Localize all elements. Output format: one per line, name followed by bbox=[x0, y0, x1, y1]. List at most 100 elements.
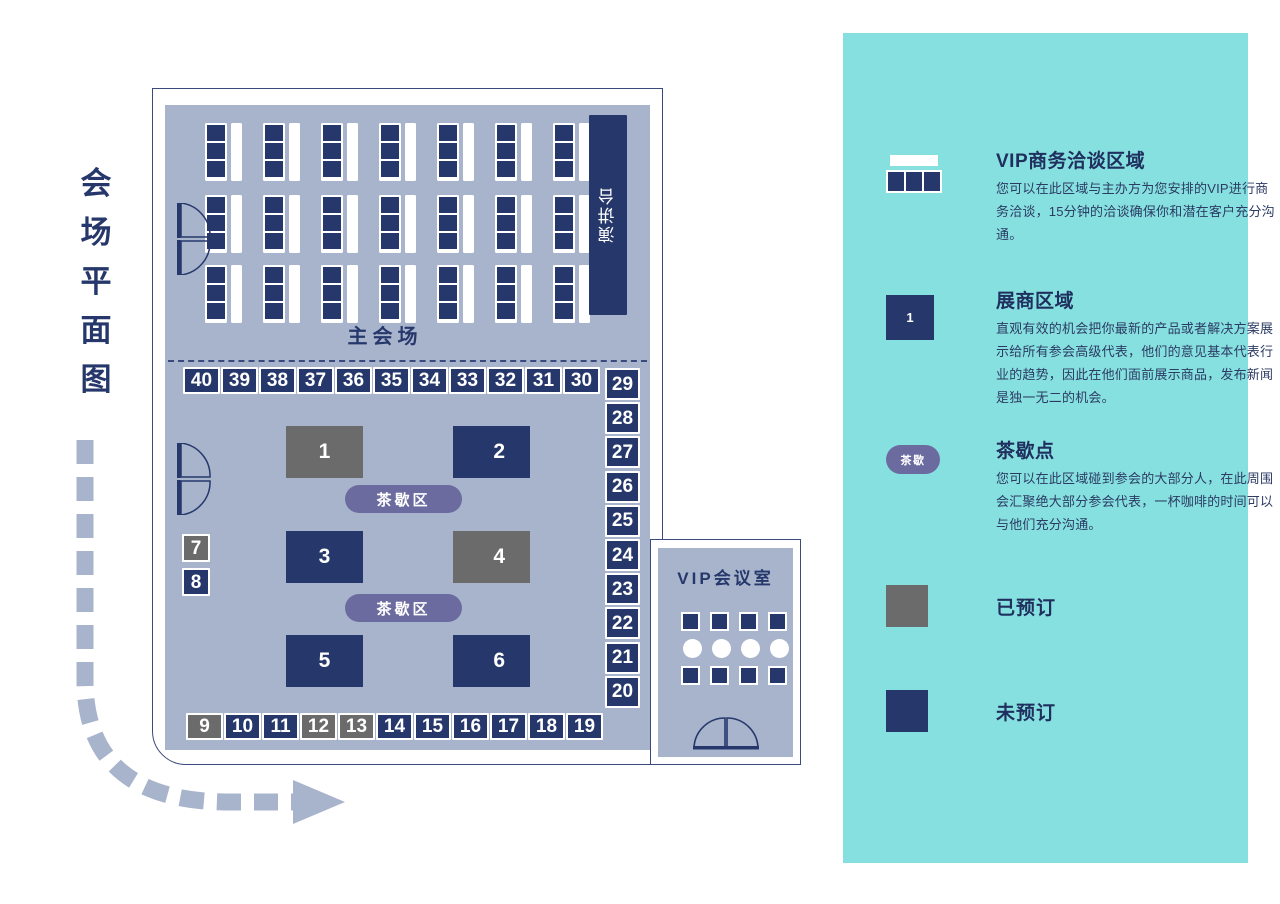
seating-unit bbox=[437, 265, 474, 323]
booth-tile-35[interactable]: 35 bbox=[373, 367, 410, 394]
seating-unit bbox=[553, 195, 590, 253]
legend-description: 直观有效的机会把你最新的产品或者解决方案展示给所有参会高级代表，他们的意见基本代… bbox=[996, 320, 1274, 406]
seat-table bbox=[289, 195, 300, 253]
audience-seating-area bbox=[165, 105, 650, 323]
booth-tile-8[interactable]: 8 bbox=[182, 568, 210, 596]
seat-table bbox=[405, 195, 416, 253]
seating-unit bbox=[263, 195, 300, 253]
page-title-char: 平 bbox=[80, 263, 112, 299]
booth-tile-37[interactable]: 37 bbox=[297, 367, 334, 394]
booth-tile-29[interactable]: 29 bbox=[605, 368, 640, 400]
seat-chairs bbox=[263, 195, 285, 253]
booth-tile-26[interactable]: 26 bbox=[605, 470, 640, 503]
tea-break-area[interactable]: 茶歇区 bbox=[345, 485, 462, 513]
legend-description: 您可以在此区域与主办方为您安排的VIP进行商务洽谈，15分钟的洽谈确保你和潜在客… bbox=[996, 180, 1275, 243]
vip-meeting-room[interactable]: VIP会议室 bbox=[658, 548, 793, 757]
tea-break-icon: 茶歇 bbox=[886, 445, 940, 474]
exhibitor-booth-2[interactable]: 2 bbox=[453, 426, 530, 478]
booth-tile-16[interactable]: 16 bbox=[452, 713, 489, 740]
booth-tile-28[interactable]: 28 bbox=[605, 402, 640, 435]
tea-break-icon-label: 茶歇 bbox=[886, 445, 940, 474]
seating-unit bbox=[379, 195, 416, 253]
seat-chairs bbox=[379, 195, 401, 253]
seat-table bbox=[231, 123, 242, 181]
seat-chairs bbox=[205, 123, 227, 181]
seat-table bbox=[231, 195, 242, 253]
legend-panel: VIP商务洽谈区域 您可以在此区域与主办方为您安排的VIP进行商务洽谈，15分钟… bbox=[843, 33, 1275, 863]
booth-tile-21[interactable]: 21 bbox=[605, 641, 640, 674]
booth-tile-31[interactable]: 31 bbox=[525, 367, 562, 394]
booth-tile-32[interactable]: 32 bbox=[487, 367, 524, 394]
booth-tile-24[interactable]: 24 bbox=[605, 539, 640, 571]
booth-tile-14[interactable]: 14 bbox=[376, 713, 413, 740]
seat-chairs bbox=[553, 123, 575, 181]
booth-tile-30[interactable]: 30 bbox=[563, 367, 600, 394]
seat-table bbox=[289, 123, 300, 181]
vip-seat bbox=[710, 612, 729, 631]
booth-tile-33[interactable]: 33 bbox=[449, 367, 486, 394]
booth-tile-9[interactable]: 9 bbox=[186, 713, 223, 740]
booth-tile-36[interactable]: 36 bbox=[335, 367, 372, 394]
seating-unit bbox=[437, 195, 474, 253]
booth-tile-23[interactable]: 23 bbox=[605, 573, 640, 606]
vip-lounge-icon bbox=[886, 155, 942, 193]
door-icon bbox=[177, 203, 211, 275]
seating-unit bbox=[437, 123, 474, 181]
seating-unit bbox=[321, 265, 358, 323]
seat-chairs bbox=[495, 123, 517, 181]
stage-podium: 演讲台 bbox=[589, 115, 627, 315]
booth-tile-38[interactable]: 38 bbox=[259, 367, 296, 394]
booth-tile-13[interactable]: 13 bbox=[338, 713, 375, 740]
vip-seat bbox=[681, 666, 700, 685]
booth-tile-20[interactable]: 20 bbox=[605, 675, 640, 708]
page-title-char: 场 bbox=[80, 214, 112, 250]
booth-tile-27[interactable]: 27 bbox=[605, 436, 640, 469]
exhibitor-booth-5[interactable]: 5 bbox=[286, 635, 363, 687]
booth-tile-17[interactable]: 17 bbox=[490, 713, 527, 740]
booth-tile-10[interactable]: 10 bbox=[224, 713, 261, 740]
seat-table bbox=[231, 265, 242, 323]
page-title-char: 面 bbox=[80, 312, 112, 348]
exhibitor-booth-1[interactable]: 1 bbox=[286, 426, 363, 478]
booth-tile-18[interactable]: 18 bbox=[528, 713, 565, 740]
seat-chairs bbox=[495, 195, 517, 253]
main-hall-label: 主会场 bbox=[347, 326, 423, 348]
booth-tile-12[interactable]: 12 bbox=[300, 713, 337, 740]
seat-table bbox=[347, 195, 358, 253]
booth-tile-39[interactable]: 39 bbox=[221, 367, 258, 394]
seating-unit bbox=[495, 195, 532, 253]
legend-title: 茶歇点 bbox=[996, 441, 1055, 462]
free-swatch-icon bbox=[886, 690, 928, 732]
seat-table bbox=[347, 265, 358, 323]
seat-table bbox=[579, 265, 590, 323]
exhibitor-booth-4[interactable]: 4 bbox=[453, 531, 530, 583]
tea-break-area[interactable]: 茶歇区 bbox=[345, 594, 462, 622]
seat-chairs bbox=[263, 265, 285, 323]
booth-tile-11[interactable]: 11 bbox=[262, 713, 299, 740]
booth-tile-7[interactable]: 7 bbox=[182, 534, 210, 562]
booth-tile-40[interactable]: 40 bbox=[183, 367, 220, 394]
seat-table bbox=[347, 123, 358, 181]
seat-chairs bbox=[205, 195, 227, 253]
seat-chairs bbox=[437, 265, 459, 323]
seat-table bbox=[463, 123, 474, 181]
vip-table bbox=[770, 639, 789, 658]
booth-tile-34[interactable]: 34 bbox=[411, 367, 448, 394]
seating-unit bbox=[495, 265, 532, 323]
exhibitor-booth-3[interactable]: 3 bbox=[286, 531, 363, 583]
booth-tile-15[interactable]: 15 bbox=[414, 713, 451, 740]
seat-table bbox=[521, 123, 532, 181]
door-icon bbox=[177, 443, 211, 515]
booked-swatch-icon bbox=[886, 585, 928, 627]
booth-tile-19[interactable]: 19 bbox=[566, 713, 603, 740]
seating-unit bbox=[205, 265, 242, 323]
vip-room-label: VIP会议室 bbox=[677, 569, 774, 588]
seat-table bbox=[579, 123, 590, 181]
vip-table bbox=[712, 639, 731, 658]
vip-seat bbox=[710, 666, 729, 685]
vip-table bbox=[741, 639, 760, 658]
exhibitor-booth-6[interactable]: 6 bbox=[453, 635, 530, 687]
booth-tile-25[interactable]: 25 bbox=[605, 504, 640, 537]
booth-tile-22[interactable]: 22 bbox=[605, 607, 640, 640]
